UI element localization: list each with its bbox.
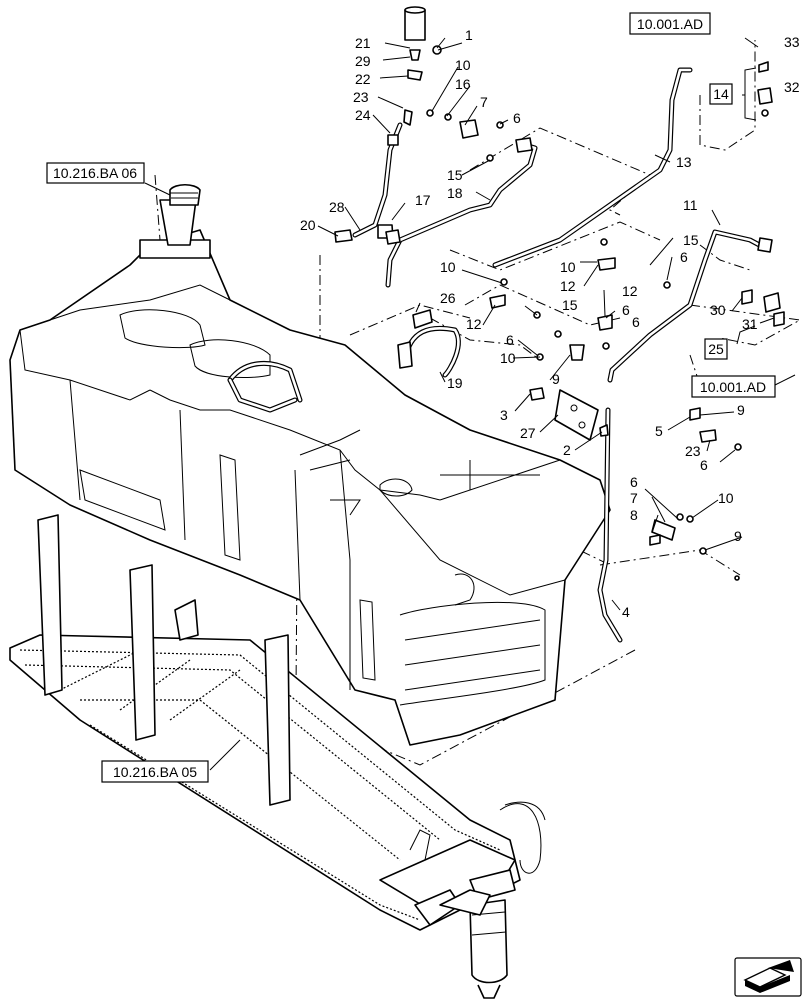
tank-support-frame	[9, 514, 546, 931]
callout-29: 29	[355, 53, 371, 69]
callout-9: 9	[552, 371, 560, 387]
callout-11: 11	[683, 197, 698, 213]
callout-30: 30	[710, 302, 726, 318]
svg-text:10.216.BA 05: 10.216.BA 05	[113, 764, 197, 780]
reference-box-fuel-neck[interactable]: 10.216.BA 06	[46, 162, 145, 184]
callout-6b: 6	[680, 249, 688, 265]
callout-15b: 15	[683, 232, 699, 248]
callout-23b: 23	[685, 443, 701, 459]
callout-7b: 7	[630, 490, 638, 506]
callout-24: 24	[355, 107, 371, 123]
hardware-fittings	[334, 6, 785, 581]
callout-9c: 9	[734, 528, 742, 544]
reference-box-mid[interactable]: 10.001.AD	[691, 375, 776, 398]
fuel-lines	[352, 67, 768, 643]
svg-text:14: 14	[713, 86, 729, 102]
callout-12b: 12	[622, 283, 638, 299]
callout-31: 31	[742, 316, 758, 332]
callout-12: 12	[560, 278, 576, 294]
callout-6c: 6	[622, 302, 630, 318]
callout-33: 33	[784, 34, 800, 50]
callout-4: 4	[622, 604, 630, 620]
callout-10: 10	[455, 57, 471, 73]
leader-lines	[144, 37, 796, 771]
callout-1: 1	[465, 27, 473, 43]
callout-21: 21	[355, 35, 371, 51]
callout-32: 32	[784, 79, 800, 95]
callout-16: 16	[455, 76, 471, 92]
callout-17: 17	[415, 192, 431, 208]
callout-13: 13	[676, 154, 692, 170]
callout-9b: 9	[737, 402, 745, 418]
callout-3: 3	[500, 407, 508, 423]
callout-7: 7	[480, 94, 488, 110]
callout-labels: 21 1 29 22 10 16 23 7 24 6 13 15 18 17 2…	[300, 27, 800, 620]
callout-6: 6	[513, 110, 521, 126]
callout-8: 8	[630, 507, 638, 523]
callout-10b: 10	[440, 259, 456, 275]
boxed-callout-25: 25	[704, 338, 728, 360]
callout-10d: 10	[500, 350, 516, 366]
svg-text:10.001.AD: 10.001.AD	[637, 16, 703, 32]
callout-23: 23	[353, 89, 369, 105]
callout-6g: 6	[632, 314, 640, 330]
callout-2: 2	[563, 442, 571, 458]
callout-27: 27	[520, 425, 536, 441]
return-hose-on-tank	[227, 360, 303, 413]
callout-26: 26	[440, 290, 456, 306]
callout-6e: 6	[700, 457, 708, 473]
callout-6f: 6	[630, 474, 638, 490]
callout-15c: 15	[562, 297, 578, 313]
callout-28: 28	[329, 199, 345, 215]
callout-18: 18	[447, 185, 463, 201]
boxed-callout-14: 14	[709, 83, 733, 105]
svg-text:10.001.AD: 10.001.AD	[700, 379, 766, 395]
callout-22: 22	[355, 71, 371, 87]
callout-12c: 12	[466, 316, 482, 332]
svg-text:10.216.BA 06: 10.216.BA 06	[53, 165, 137, 181]
svg-text:25: 25	[708, 341, 724, 357]
fuel-filter	[414, 869, 516, 999]
callout-19: 19	[447, 375, 463, 391]
callout-20: 20	[300, 217, 316, 233]
filler-neck	[139, 183, 211, 259]
callout-15: 15	[447, 167, 463, 183]
callout-5: 5	[655, 423, 663, 439]
reference-box-frame[interactable]: 10.216.BA 05	[101, 760, 209, 783]
callout-10c: 10	[560, 259, 576, 275]
callout-6d: 6	[506, 332, 514, 348]
reference-box-top[interactable]: 10.001.AD	[629, 12, 711, 35]
callout-10e: 10	[718, 490, 734, 506]
page-turn-arrow-icon[interactable]	[734, 957, 802, 997]
